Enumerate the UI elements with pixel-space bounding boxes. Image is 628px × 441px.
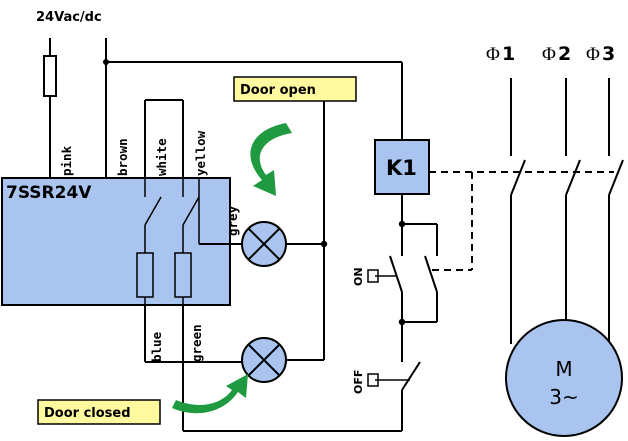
wire-label-blue: blue bbox=[149, 331, 164, 362]
phase-line-3 bbox=[608, 78, 624, 344]
hold-contact-blade bbox=[424, 255, 438, 293]
junction-dot bbox=[103, 59, 109, 65]
internal-fuse bbox=[174, 252, 192, 298]
door-closed-arrow-icon bbox=[172, 374, 248, 414]
door-closed-label: Door closed bbox=[44, 406, 131, 421]
door-open-note bbox=[233, 76, 357, 102]
contact-blade bbox=[144, 196, 162, 226]
phase-1-number: 1 bbox=[502, 43, 515, 65]
wire-label-brown: brown bbox=[115, 138, 130, 176]
door-closed-note bbox=[37, 399, 161, 425]
wire-label-white: white bbox=[154, 138, 169, 176]
wire-label-pink: pink bbox=[59, 145, 74, 176]
off-label: OFF bbox=[352, 370, 365, 394]
phase-3-symbol: Φ bbox=[586, 44, 600, 65]
phase-2-number: 2 bbox=[558, 43, 571, 65]
phase-line-1 bbox=[510, 78, 526, 344]
door-open-arrow-icon bbox=[250, 123, 292, 196]
ssr-module bbox=[1, 177, 231, 306]
off-button-icon bbox=[367, 373, 379, 387]
phase-2-symbol: Φ bbox=[542, 44, 556, 65]
wire-label-green: green bbox=[189, 324, 204, 362]
relay-label: K1 bbox=[386, 156, 417, 180]
module-name: 7SSR24V bbox=[6, 183, 92, 203]
relay-k1 bbox=[374, 139, 430, 195]
phase-3-number: 3 bbox=[602, 43, 615, 65]
fuse bbox=[43, 55, 57, 97]
motor bbox=[505, 319, 623, 437]
lamp-cross bbox=[247, 227, 281, 261]
contact-blade bbox=[182, 196, 200, 226]
supply-label: 24Vac/dc bbox=[36, 10, 102, 25]
internal-fuse bbox=[136, 252, 154, 298]
door-open-label: Door open bbox=[240, 83, 316, 98]
on-contact-blade bbox=[389, 255, 403, 293]
off-contact-blade bbox=[401, 361, 421, 391]
wire-label-grey: grey bbox=[225, 205, 240, 236]
wire-label-yellow: yellow bbox=[193, 130, 208, 176]
phase-line-2 bbox=[565, 78, 581, 322]
phase-1-symbol: Φ bbox=[486, 44, 500, 65]
motor-label: M bbox=[555, 357, 572, 381]
on-button-icon bbox=[367, 269, 379, 283]
lamp-cross bbox=[247, 343, 281, 377]
on-label: ON bbox=[352, 267, 365, 286]
motor-sub-label: 3~ bbox=[549, 385, 578, 409]
